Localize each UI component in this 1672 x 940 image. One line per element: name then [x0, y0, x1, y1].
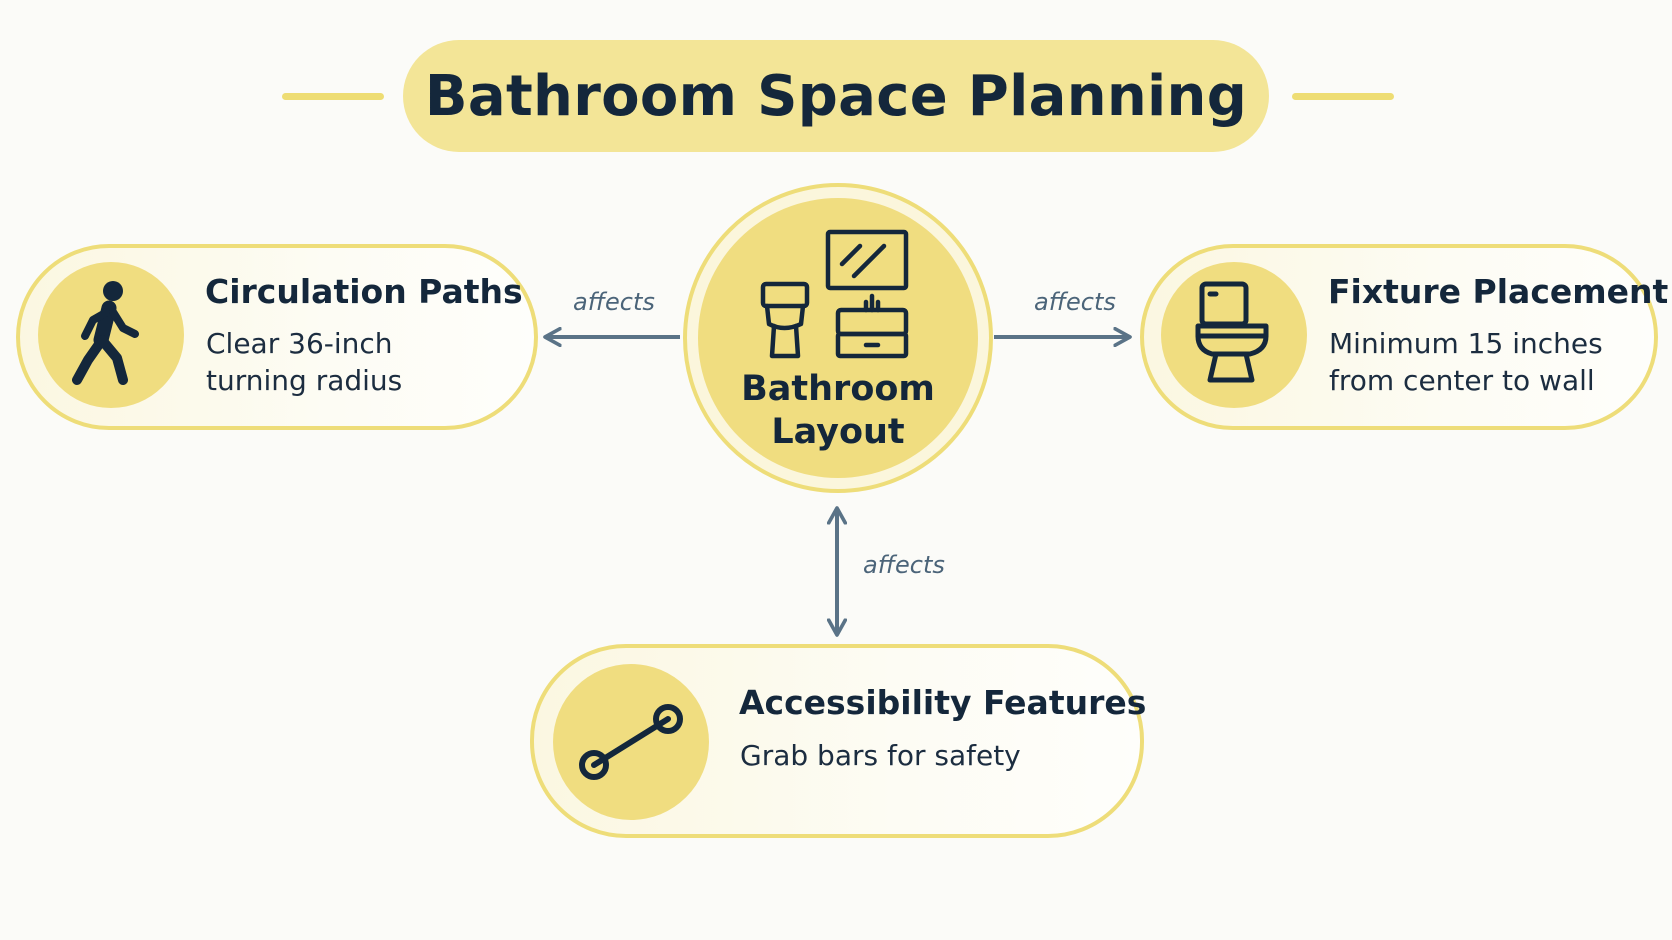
- accessibility-icon-circle: [553, 664, 709, 820]
- circulation-desc-line1: Clear 36-inch: [206, 327, 393, 360]
- center-node-label-line1: Bathroom: [741, 369, 935, 409]
- title-right-dash: [1292, 93, 1394, 100]
- edge-label-circulation: affects: [573, 288, 655, 316]
- fixture-icon-circle: [1161, 262, 1307, 408]
- edge-label-accessibility: affects: [863, 551, 945, 579]
- fixture-desc-line2: from center to wall: [1329, 364, 1595, 397]
- accessibility-title: Accessibility Features: [739, 683, 1147, 722]
- fixture-title: Fixture Placement: [1328, 272, 1669, 311]
- toilet-icon: [1195, 281, 1269, 383]
- accessibility-desc: Grab bars for safety: [740, 739, 1021, 772]
- title-left-dash: [282, 93, 384, 100]
- circulation-icon-circle: [38, 262, 184, 408]
- title-banner: Bathroom Space Planning: [403, 40, 1269, 152]
- page-title: Bathroom Space Planning: [424, 63, 1248, 129]
- center-node-label: Bathroom Layout: [698, 368, 978, 454]
- bathroom-fixtures-icon: [760, 229, 909, 359]
- circulation-title: Circulation Paths: [205, 272, 523, 311]
- center-node-label-line2: Layout: [771, 412, 905, 452]
- walking-person-icon: [72, 281, 139, 385]
- fixture-desc-line1: Minimum 15 inches: [1329, 327, 1603, 360]
- grab-bar-icon: [579, 704, 683, 780]
- circulation-desc-line2: turning radius: [206, 364, 403, 397]
- edge-label-fixture: affects: [1034, 288, 1116, 316]
